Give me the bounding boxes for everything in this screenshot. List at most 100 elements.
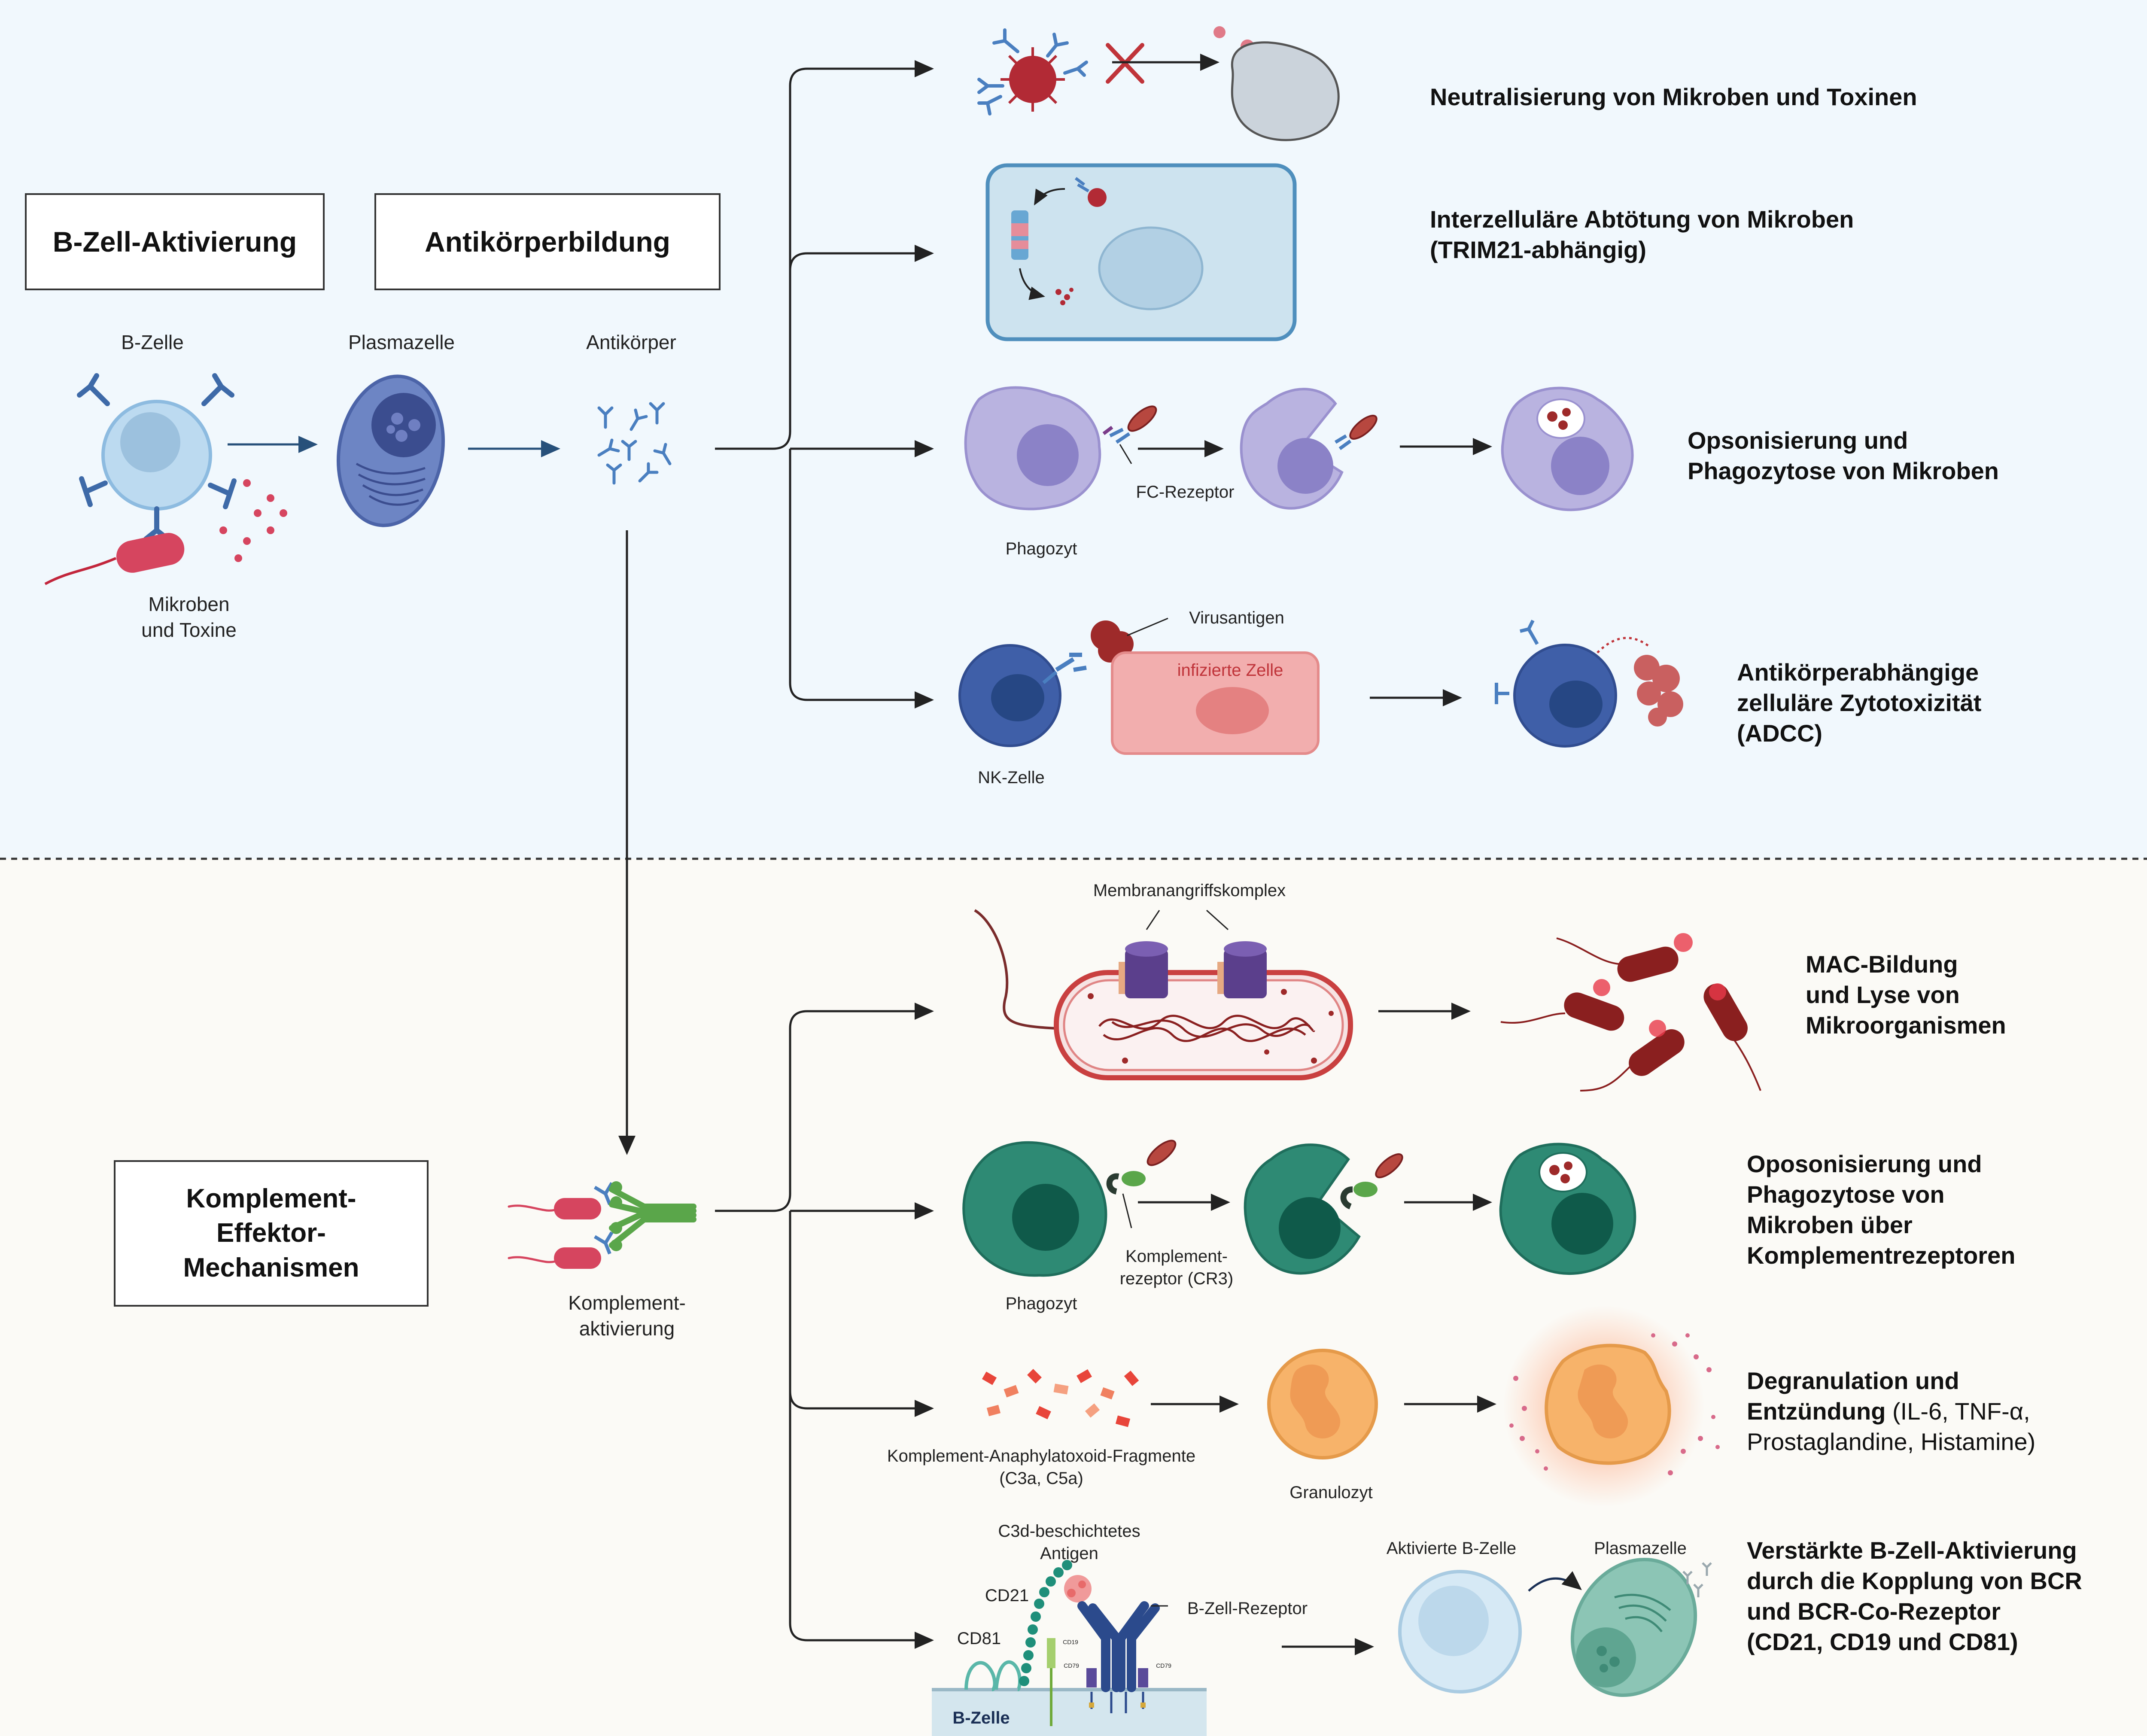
antibody-cluster-icon <box>597 402 672 485</box>
plasma-cell-label: Plasmazelle <box>348 331 455 353</box>
nk-cell-icon <box>958 644 1061 747</box>
c3d-antigen-line-2: Antigen <box>1040 1544 1098 1563</box>
adcc-title-line-1: Antikörperabhängige <box>1737 659 1979 686</box>
microbes-label-line-2: und Toxine <box>141 618 237 641</box>
adcc-title-line-2: zelluläre Zytotoxizität <box>1737 689 1982 717</box>
intracellular-title-line-2: (TRIM21-abhängig) <box>1430 236 1646 264</box>
anaphylatoxin-fragments-icon <box>982 1369 1139 1427</box>
mac-pore-2-icon <box>1217 941 1267 998</box>
microbes-label: Mikroben und Toxine <box>120 592 258 643</box>
complement-receptor-label: Komplement- rezeptor (CR3) <box>1099 1245 1254 1290</box>
arrow-to-plasma-cell <box>1528 1571 1582 1592</box>
neutralization-title: Neutralisierung von Mikroben und Toxinen <box>1430 83 1917 110</box>
bottom-branch-connectors <box>715 1003 934 1649</box>
mac-title-line-1: MAC-Bildung <box>1806 951 1958 978</box>
adcc-title-line-3: (ADCC) <box>1737 720 1823 747</box>
phagocyte-label-bottom: Phagozyt <box>1005 1294 1077 1313</box>
opsonization-title-line-2: Phagozytose von Mikroben <box>1688 457 1999 485</box>
b-cell-icon <box>77 373 237 541</box>
degranulation-title-line-2: Entzündung (IL-6, TNF-α, <box>1747 1396 2035 1426</box>
complement-receptor-line-2: rezeptor (CR3) <box>1119 1269 1234 1288</box>
fc-receptor-label: FC-Rezeptor <box>1136 483 1235 502</box>
cytotoxic-release-arrow <box>1597 637 1650 654</box>
phagocyte-green-2-icon <box>1244 1143 1403 1275</box>
header-b-cell-activation: B-Zell-Aktivierung <box>25 193 325 290</box>
amplified-title-line-1: Verstärkte B-Zell-Aktivierung <box>1747 1537 2077 1564</box>
anaphylatoxin-label-line-1: Komplement-Anaphylatoxoid-Fragmente <box>887 1447 1196 1465</box>
cd21-icon <box>1019 1560 1072 1686</box>
infected-nucleus-icon <box>1196 687 1269 734</box>
plasma-cell-teal-icon <box>1570 1557 1697 1697</box>
granulocyte-label: Granulozyt <box>1289 1483 1373 1502</box>
activated-b-cell-icon <box>1398 1570 1522 1693</box>
header-antibody-formation-text: Antikörperbildung <box>425 226 670 258</box>
b-cell-receptor-icon <box>1077 1601 1160 1713</box>
arrow-into-proteasome <box>1034 188 1065 206</box>
fc-receptor-antibody-icon <box>1102 405 1157 464</box>
lysed-cell-fragments-icon <box>1634 655 1683 727</box>
host-cell-icon <box>1231 41 1340 141</box>
phagocyte-purple-2-icon <box>1240 388 1378 510</box>
b-cell-membrane-icon <box>932 1690 1207 1736</box>
neutralizing-virus-icon <box>977 28 1088 116</box>
cd19-icon <box>1047 1638 1055 1668</box>
degranulation-cytokines: (IL-6, TNF-α, <box>1885 1398 2030 1425</box>
c3d-antigen-line-1: C3d-beschichtetes <box>998 1522 1140 1541</box>
virus-antigen-label: Virusantigen <box>1189 608 1284 627</box>
toxin-dots <box>219 479 287 562</box>
nk-antibody-bridge-icon <box>1042 653 1087 684</box>
opsonization-title: Opsonisierung und Phagozytose von Mikrob… <box>1688 425 1999 486</box>
phago-complement-title-line-3: Mikroben über <box>1747 1211 1913 1239</box>
header-antibody-formation: Antikörperbildung <box>374 193 721 290</box>
b-cell-label: B-Zelle <box>121 331 184 353</box>
lysed-bacteria-icon <box>1500 933 1761 1091</box>
phagocyte-purple-3-icon <box>1501 386 1634 511</box>
cd81-icon <box>964 1660 1022 1691</box>
microbes-label-line-1: Mikroben <box>148 593 230 615</box>
degraded-fragments-icon <box>1055 288 1074 305</box>
arrow-out-of-proteasome <box>1019 268 1045 300</box>
degranulation-bold-inflammation: Entzündung <box>1747 1398 1886 1425</box>
adcc-title: Antikörperabhängige zelluläre Zytotoxizi… <box>1737 657 1981 748</box>
infected-cell-label: infizierte Zelle <box>1177 661 1283 680</box>
nucleus-icon <box>1098 226 1204 310</box>
opsonization-title-line-1: Opsonisierung und <box>1688 427 1908 454</box>
header-b-cell-activation-text: B-Zell-Aktivierung <box>52 226 297 258</box>
phagocyte-green-3-icon <box>1499 1143 1636 1275</box>
mac-pore-1-icon <box>1119 941 1168 998</box>
c3d-antigen-label: C3d-beschichtetes Antigen <box>970 1520 1168 1565</box>
antibody-label: Antikörper <box>586 331 676 353</box>
phago-complement-title: Oposonisierung und Phagozytose von Mikro… <box>1747 1149 2015 1271</box>
anaphylatoxin-label-line-2: (C3a, C5a) <box>999 1469 1083 1488</box>
mac-pointer-lines <box>1146 909 1229 930</box>
amplified-title-line-4: (CD21, CD19 und CD81) <box>1747 1628 2018 1656</box>
complement-receptor-line-1: Komplement- <box>1125 1247 1228 1266</box>
degranulation-title-line-1: Degranulation und <box>1747 1367 1959 1394</box>
intracellular-title: Interzelluläre Abtötung von Mikroben (TR… <box>1430 204 1854 265</box>
complement-header-line-1: Komplement- <box>186 1183 356 1213</box>
c3d-antigen-icon <box>1064 1575 1092 1602</box>
complement-activation-label: Komplement- aktivierung <box>530 1290 724 1342</box>
cd21-label: CD21 <box>985 1586 1029 1605</box>
nk-cell-active-icon <box>1495 620 1617 748</box>
bcr-label: B-Zell-Rezeptor <box>1187 1599 1308 1618</box>
complement-header-line-2: Effektor- <box>216 1218 326 1248</box>
anaphylatoxin-label: Komplement-Anaphylatoxoid-Fragmente (C3a… <box>848 1445 1235 1490</box>
plasma-cell-icon <box>336 374 445 527</box>
secreted-antibodies-icon <box>1682 1562 1712 1597</box>
complement-activation-line-2: aktivierung <box>579 1317 675 1340</box>
complement-header-line-3: Mechanismen <box>183 1253 359 1283</box>
granulocyte-icon <box>1267 1349 1378 1459</box>
cd79-label-left: CD79 <box>1064 1662 1079 1669</box>
degranulation-title-line-3: Prostaglandine, Histamine) <box>1747 1428 2036 1456</box>
cd81-label: CD81 <box>957 1629 1001 1648</box>
phagocyte-green-1-icon <box>962 1140 1177 1277</box>
mac-title-line-2: und Lyse von <box>1806 981 1960 1009</box>
amplified-activation-title: Verstärkte B-Zell-Aktivierung durch die … <box>1747 1535 2082 1657</box>
b-cell-membrane-label: B-Zelle <box>952 1709 1010 1727</box>
header-complement-mechanisms: Komplement- Effektor- Mechanismen <box>114 1160 429 1307</box>
phago-complement-title-line-1: Oposonisierung und <box>1747 1150 1982 1177</box>
nk-cell-label: NK-Zelle <box>978 768 1045 787</box>
complement-activation-line-1: Komplement- <box>568 1292 686 1314</box>
